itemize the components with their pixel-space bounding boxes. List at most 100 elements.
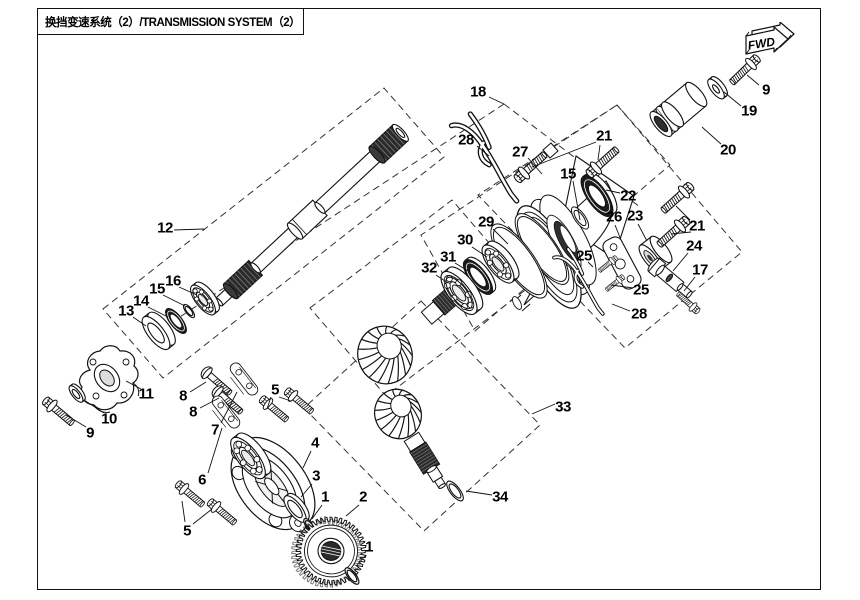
leader-line-8	[189, 381, 207, 393]
leader-line-14	[147, 306, 169, 318]
spacer-ring-15-left	[182, 303, 196, 319]
leader-line-5	[266, 396, 272, 410]
callout-17: 17	[692, 261, 708, 279]
leader-line-5	[192, 508, 213, 525]
oil-seal-13	[141, 311, 176, 351]
washer-19	[707, 76, 729, 100]
propeller-shaft-12	[214, 123, 409, 307]
callout-4: 4	[311, 434, 319, 452]
callout-18: 18	[470, 83, 486, 101]
callout-33: 33	[555, 398, 571, 416]
leader-line-5	[278, 396, 292, 402]
callout-22: 22	[620, 187, 636, 205]
o-ring-34	[446, 480, 464, 502]
callout-6: 6	[198, 471, 206, 489]
leader-line-3	[300, 483, 313, 498]
shift-fork-28a	[451, 114, 516, 201]
callout-28: 28	[458, 131, 474, 149]
leader-line-31	[454, 262, 469, 272]
leader-line-18	[488, 96, 505, 105]
leader-line-15	[572, 180, 581, 221]
leader-line-5	[181, 500, 186, 523]
group-box-middle-assembly	[420, 104, 671, 332]
leader-line-15	[162, 294, 186, 307]
leader-line-12	[173, 228, 205, 231]
leader-line-21	[597, 144, 601, 161]
bearing-16	[190, 281, 220, 316]
callout-12: 12	[157, 219, 173, 237]
leader-line-23	[637, 223, 648, 242]
callout-30: 30	[457, 231, 473, 249]
callout-7: 7	[211, 421, 219, 439]
bolt-21c	[657, 178, 698, 218]
leader-line-34	[465, 490, 493, 496]
callout-2: 2	[359, 488, 367, 506]
leader-line-7	[220, 391, 238, 424]
callout-9: 9	[86, 424, 94, 442]
bevel-pinion-lower-33	[374, 388, 447, 489]
leader-line-1	[311, 504, 323, 520]
callout-15: 15	[149, 280, 165, 298]
leader-line-11	[125, 380, 142, 390]
front-output-assembly	[172, 360, 373, 595]
leader-line-8	[199, 397, 220, 409]
bearing-seat-ring-3	[283, 492, 310, 523]
callout-19: 19	[741, 102, 757, 120]
leader-line-4	[302, 450, 312, 469]
callout-27: 27	[512, 143, 528, 161]
sensor-shaft-24	[647, 257, 693, 299]
leader-line-19	[723, 91, 742, 107]
callout-5: 5	[183, 522, 191, 540]
leader-line-9	[746, 74, 760, 86]
callout-16: 16	[165, 272, 181, 290]
callout-15: 15	[560, 165, 576, 183]
callout-23: 23	[627, 207, 643, 225]
spacer-20	[649, 81, 708, 138]
callout-21: 21	[689, 217, 705, 235]
washer-10	[68, 383, 86, 403]
seal-14	[165, 308, 187, 334]
bolt-5d	[204, 495, 240, 529]
leader-line-29	[492, 228, 509, 245]
bearing-32-rim	[445, 276, 473, 310]
seal-ring-29a	[490, 223, 548, 299]
leader-line-22	[605, 189, 621, 194]
leader-line-13	[132, 316, 147, 327]
callout-8: 8	[179, 387, 187, 405]
callout-28: 28	[631, 305, 647, 323]
callout-29: 29	[478, 213, 494, 231]
seal-ring-29b	[514, 213, 570, 285]
fwd-label: FWD	[747, 35, 777, 53]
callout-1: 1	[321, 488, 329, 506]
callout-26: 26	[606, 208, 622, 226]
page-title: 换挡变速系统（2）/TRANSMISSION SYSTEM（2）	[45, 16, 301, 29]
circlip-1b	[344, 567, 360, 585]
callout-20: 20	[720, 141, 736, 159]
seal-22	[580, 172, 618, 217]
group-box-propeller-shaft	[102, 87, 445, 379]
callout-25: 25	[576, 247, 592, 265]
group-box-bevel-lower	[303, 300, 541, 532]
leader-line-21	[670, 231, 692, 235]
seal-31	[462, 256, 497, 295]
callout-10: 10	[101, 410, 117, 428]
leader-line-25	[587, 261, 594, 268]
leader-line-28	[476, 145, 490, 157]
callout-24: 24	[686, 237, 702, 255]
leader-line-33	[531, 403, 556, 415]
bolt-9-left	[39, 393, 79, 430]
leader-line-26	[614, 224, 622, 241]
callout-11: 11	[138, 385, 154, 403]
leader-line-28	[611, 303, 631, 312]
leader-line-16	[178, 286, 198, 296]
callout-14: 14	[133, 292, 149, 310]
group-box-sensor-assembly	[477, 104, 743, 349]
callout-34: 34	[492, 488, 508, 506]
leader-line-20	[701, 126, 722, 145]
output-gear-2	[284, 510, 373, 595]
bearing-30	[481, 240, 520, 284]
callout-5: 5	[271, 381, 279, 399]
leader-line-21	[531, 141, 597, 168]
